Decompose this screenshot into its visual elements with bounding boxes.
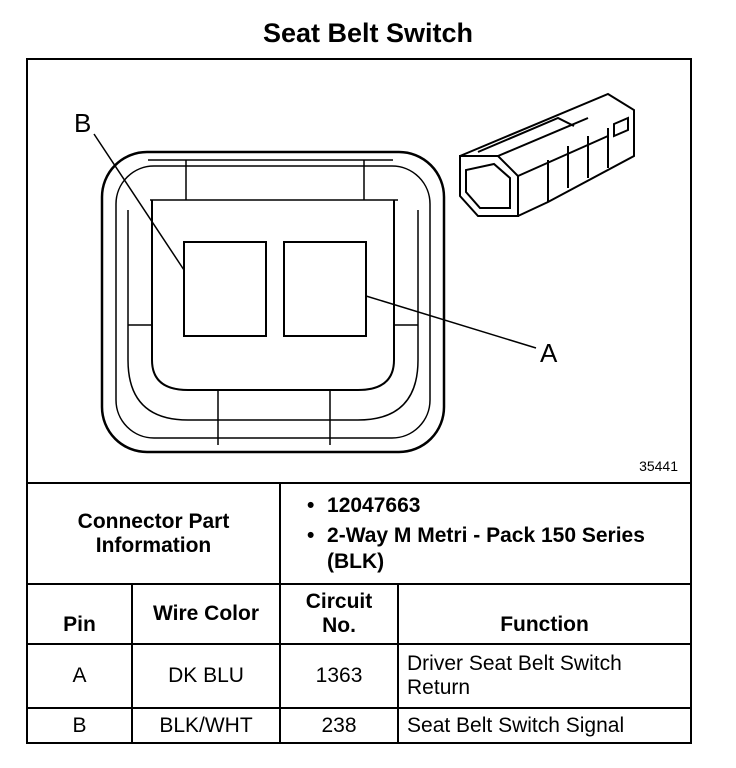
- terminal-cavity-a: [283, 241, 367, 337]
- pin-cell: A: [28, 643, 133, 709]
- header-function: Function: [397, 583, 691, 645]
- part-number: 12047663: [301, 493, 682, 519]
- connector-center-body: [151, 200, 395, 391]
- circuit-cell: 238: [279, 707, 400, 742]
- table-row: B BLK/WHT 238 Seat Belt Switch Signal: [28, 707, 691, 742]
- header-wire-color: Wire Color: [130, 583, 282, 645]
- pin-cell: B: [28, 707, 133, 742]
- leader-line-b: [93, 133, 185, 271]
- connector-bottom-segments: [217, 390, 331, 445]
- connector-part-info-value: 12047663 2-Way M Metri - Pack 150 Series…: [279, 484, 691, 585]
- circuit-cell: 1363: [279, 643, 400, 709]
- header-circuit-no: Circuit No.: [279, 583, 400, 645]
- wire-color-cell: BLK/WHT: [130, 707, 282, 742]
- connector-inner-rim: [115, 165, 431, 439]
- connector-top-band: [148, 159, 398, 201]
- terminal-cavity-b: [183, 241, 267, 337]
- connector-part-info-label: Connector Part Information: [28, 484, 282, 585]
- label-b: B: [74, 108, 91, 138]
- connector-pin-table: Connector Part Information 12047663 2-Wa…: [28, 484, 691, 742]
- connector-outer-housing: [100, 150, 446, 454]
- wire-color-cell: DK BLU: [130, 643, 282, 709]
- figure-number: 35441: [639, 458, 678, 474]
- function-cell: Seat Belt Switch Signal: [397, 707, 691, 742]
- page-title: Seat Belt Switch: [262, 18, 474, 48]
- connector-3d-sketch: [459, 92, 635, 217]
- table-row: A DK BLU 1363 Driver Seat Belt Switch Re…: [28, 643, 691, 709]
- connector-series: 2-Way M Metri - Pack 150 Series (BLK): [301, 523, 682, 575]
- connector-diagram: B A 35441: [28, 60, 690, 484]
- diagram-frame: B A 35441 Connector Part Information: [26, 58, 692, 744]
- leader-line-a: [365, 295, 537, 349]
- header-pin: Pin: [28, 583, 133, 645]
- connector-info-row: Connector Part Information 12047663 2-Wa…: [28, 484, 691, 585]
- table-header-row: Pin Wire Color Circuit No. Function: [28, 583, 691, 645]
- connector-inner-channel: [127, 210, 419, 421]
- label-a: A: [540, 338, 558, 368]
- connector-face-illustration: B A: [74, 92, 635, 454]
- function-cell: Driver Seat Belt Switch Return: [397, 643, 691, 709]
